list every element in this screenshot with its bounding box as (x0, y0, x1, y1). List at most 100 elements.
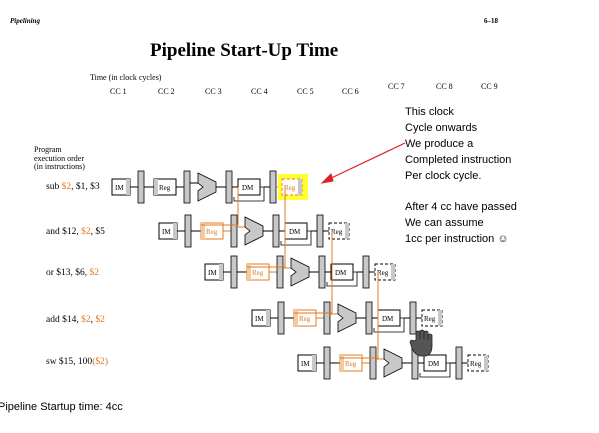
register-file-label: Reg (345, 360, 357, 368)
pipeline-row-4: IM Reg DM Reg (297, 346, 489, 380)
clock-cycle-label: CC 8 (436, 82, 453, 91)
annotation-startup: After 4 cc have passed We can assume 1cc… (405, 199, 545, 247)
pipeline-register (184, 214, 192, 248)
register-file-label: Reg (159, 184, 171, 192)
instruction-opcode: and $12, (46, 227, 82, 237)
hazard-register: $2 (81, 227, 91, 237)
clock-cycle-label: CC 3 (205, 87, 222, 96)
annotation-completion-text: This clock Cycle onwards We produce a Co… (405, 106, 512, 182)
writeback-register-label: Reg (284, 184, 296, 192)
instruction-memory-label: IM (255, 315, 264, 323)
hand-cursor-icon (409, 329, 433, 357)
clock-cycle-label: CC 7 (388, 82, 405, 91)
instruction-label-3: add $14, $2, $2 (46, 315, 105, 325)
instruction-memory-shade (219, 264, 223, 280)
datapath-wire (419, 362, 451, 378)
pipeline-register (230, 214, 238, 248)
pipeline-register (137, 170, 145, 204)
register-file-shade (340, 355, 344, 371)
instruction-memory-label: IM (115, 184, 124, 192)
program-order-text: Program execution order (in instructions… (34, 145, 85, 171)
instruction-memory-shade (312, 355, 316, 371)
instruction-opcode: sub (46, 182, 62, 192)
header-section-label: Pipelining (10, 17, 40, 25)
pipeline-register (455, 346, 463, 380)
pipeline-register (272, 214, 280, 248)
program-order-label: Program execution order (in instructions… (34, 145, 114, 172)
annotation-startup-text: After 4 cc have passed We can assume 1cc… (405, 201, 517, 245)
forwarding-wire (340, 272, 379, 359)
instruction-memory-label: IM (301, 360, 310, 368)
hazard-register: ($2) (92, 357, 109, 367)
instruction-label-2: or $13, $6, $2 (46, 268, 99, 278)
register-file-shade (154, 179, 158, 195)
alu-shape (383, 348, 403, 378)
instruction-memory-shade (266, 310, 270, 326)
annotation-arrow-line (324, 142, 406, 182)
writeback-register-shade (345, 223, 349, 239)
pipeline-register (318, 255, 326, 289)
forwarding-wire (247, 187, 286, 268)
writeback-register-label: Reg (470, 360, 482, 368)
forwarding-wire (294, 231, 333, 314)
hazard-register: $2 (61, 182, 72, 192)
clock-cycle-label: CC 5 (297, 87, 314, 96)
annotation-arrow-head (320, 173, 334, 184)
data-memory-label: DM (289, 228, 301, 236)
writeback-register-shade (298, 179, 302, 195)
pipeline-register (409, 301, 417, 335)
register-file-label: Reg (299, 315, 311, 323)
pipeline-register (269, 170, 277, 204)
clock-cycle-label: CC 1 (110, 87, 127, 96)
pipeline-row-0: IM Reg DM Reg (111, 170, 308, 204)
writeback-register-label: Reg (424, 315, 436, 323)
hand-cursor-shape (409, 329, 433, 357)
register-file-shade (247, 264, 251, 280)
hazard-register: $2 (81, 315, 91, 325)
pipeline-register (277, 301, 285, 335)
writeback-register-shade (391, 264, 395, 280)
instruction-label-0: sub $2, $1, $3 (46, 182, 100, 192)
hazard-register: $2 (95, 315, 105, 325)
datapath-wire (280, 230, 312, 246)
alu-shape (337, 303, 357, 333)
datapath-wire (233, 186, 265, 202)
datapath-wire (326, 271, 358, 287)
instruction-opcode: add $14, (46, 315, 82, 325)
instruction-memory-label: IM (208, 269, 217, 277)
pipeline-register (225, 170, 233, 204)
pipeline-register (316, 214, 324, 248)
startup-time-footer: Pipeline Startup time: 4cc (0, 401, 123, 413)
slide-title: Pipeline Start-Up Time (150, 40, 339, 61)
writeback-register-label: Reg (377, 269, 389, 277)
writeback-register-label: Reg (331, 228, 343, 236)
time-axis-label: Time (in clock cycles) (90, 73, 162, 82)
writeback-register-shade (438, 310, 442, 326)
instruction-operand: , $5 (90, 227, 105, 237)
instruction-memory-shade (126, 179, 130, 195)
pipeline-register (183, 170, 191, 204)
clock-cycle-label: CC 4 (251, 87, 268, 96)
instruction-memory-shade (173, 223, 177, 239)
instruction-label-1: and $12, $2, $5 (46, 227, 105, 237)
register-file-shade (294, 310, 298, 326)
register-file-label: Reg (252, 269, 264, 277)
alu-shape (197, 172, 217, 202)
data-memory-label: DM (382, 315, 394, 323)
pipeline-register (323, 346, 331, 380)
pipeline-register (323, 301, 331, 335)
writeback-register-shade (484, 355, 488, 371)
alu-shape (244, 216, 264, 246)
instruction-memory-label: IM (162, 228, 171, 236)
instruction-opcode: or $13, $6, (46, 268, 90, 278)
hazard-register: $2 (89, 268, 100, 278)
data-memory-label: DM (428, 360, 440, 368)
instruction-operand: , (90, 315, 96, 325)
data-memory-label: DM (242, 184, 254, 192)
alu-shape (290, 257, 310, 287)
annotation-completion: This clock Cycle onwards We produce a Co… (405, 104, 545, 184)
header-page-number: 6–18 (484, 17, 498, 25)
